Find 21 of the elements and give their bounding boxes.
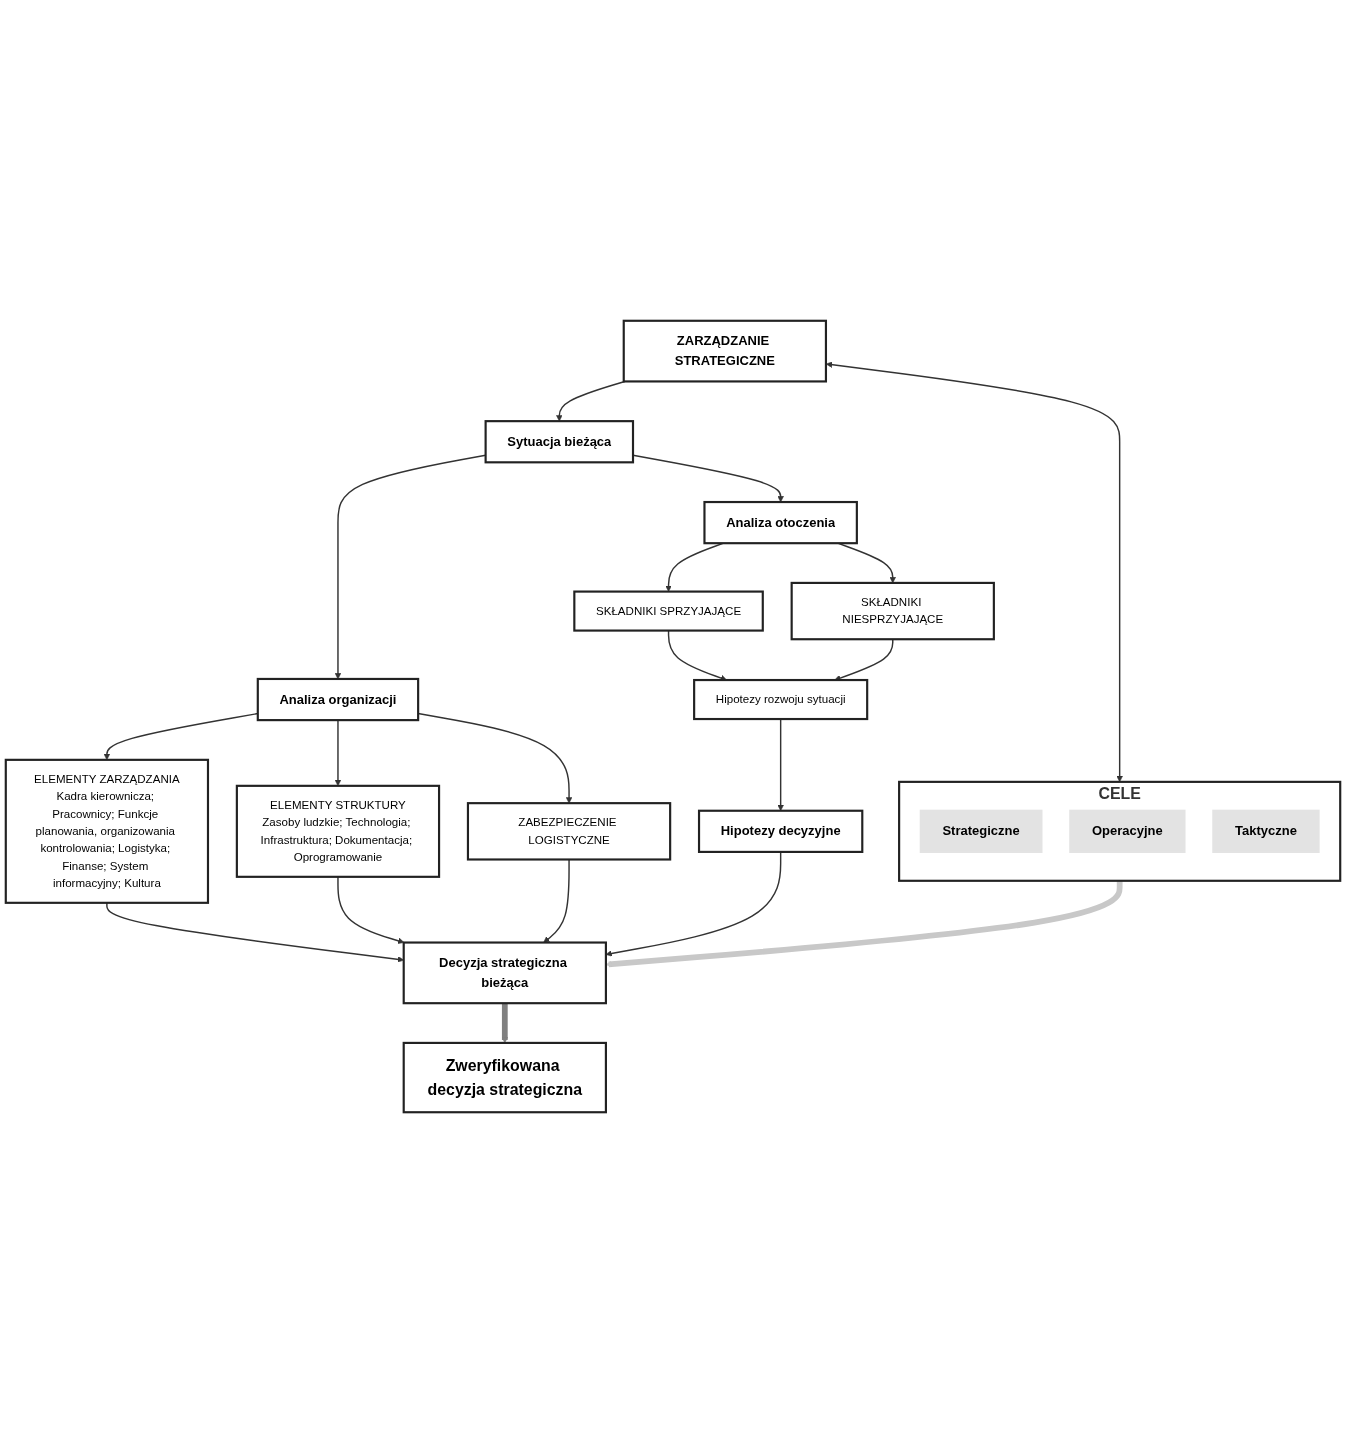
node-box: ELEMENTY STRUKTURY Zasoby ludzkie; Technologia; Infrastruktura; Dokumentacja; Oprogramowanie [235, 784, 441, 878]
node-box: Strategiczne [919, 809, 1043, 853]
node-box: Decyzja strategiczna bieżąca [402, 941, 607, 1005]
arrow [106, 902, 404, 963]
node-box: Analiza otoczenia [703, 500, 858, 545]
node-box: Operacyjne [1069, 809, 1186, 853]
node-box: Analiza organizacji [256, 677, 420, 722]
node-box: Hipotezy rozwoju sytuacji [693, 678, 869, 721]
arrow [605, 880, 1123, 968]
node-box: Hipotezy decyzyjne [697, 809, 864, 853]
node-box: ZARZĄDZANIE STRATEGICZNE [622, 319, 828, 383]
node-box: SKŁADNIKI SPRZYJAJĄCE [573, 590, 764, 632]
node-box: Zweryfikowana decyzja strategiczna [402, 1041, 607, 1114]
node-box: ZABEZPIECZENIE LOGISTYCZNE [466, 802, 672, 861]
node-box: Sytuacja bieżąca [484, 420, 635, 464]
arrow [605, 851, 782, 957]
arrow [556, 380, 626, 422]
node-box: SKŁADNIKI NIESPRZYJAJĄCE [790, 581, 995, 641]
arrow [337, 876, 405, 944]
node-box: Taktyczne [1212, 809, 1320, 853]
node-box: ELEMENTY ZARZĄDZANIA Kadra kierownicza; Pracownicy; Funkcje planowania, organizowania kontrolowania; Logistyka; Finanse; System informacyjny; Kultura [4, 758, 210, 904]
